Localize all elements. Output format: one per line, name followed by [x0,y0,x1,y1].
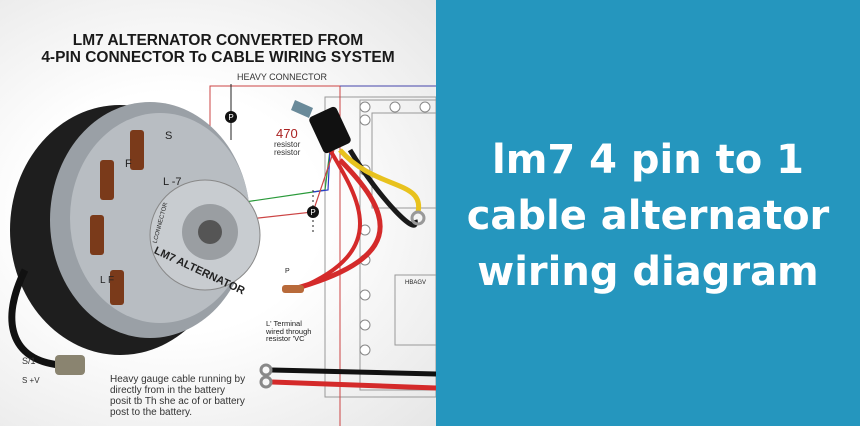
terminal-l: L -7 [163,176,182,188]
headline: lm7 4 pin to 1 cable alternator wiring d… [467,132,830,300]
svg-text:P: P [310,208,315,217]
heavy-connector-label: HEAVY CONNECTOR [237,72,328,82]
resistor-value: 470 [276,126,298,141]
wiring-schematic-graphic: P P [8,84,436,426]
terminal-f: F [125,158,132,170]
p-marker: P [285,268,290,275]
terminal-s: S [165,130,173,142]
title-panel: lm7 4 pin to 1 cable alternator wiring d… [436,0,860,426]
title-line-1: LM7 ALTERNATOR CONVERTED FROM [72,32,364,49]
side-label-1: S/1 [22,356,36,366]
title-line-2: 4-PIN CONNECTOR To CABLE WIRING SYSTEM [41,49,395,66]
schematic-label: HBAGV [405,280,427,286]
terminal-lf: L F [100,275,115,286]
side-label-2: S +V [22,376,40,385]
headline-line-3: wiring diagram [477,249,819,295]
headline-line-2: cable alternator [466,193,830,239]
svg-text:P: P [228,113,233,122]
illustration-title: LM7 ALTERNATOR CONVERTED FROM 4-PIN CONN… [0,32,436,66]
alternator-wiring-illustration: P P [0,0,436,426]
headline-line-1: lm7 4 pin to 1 [491,137,804,183]
